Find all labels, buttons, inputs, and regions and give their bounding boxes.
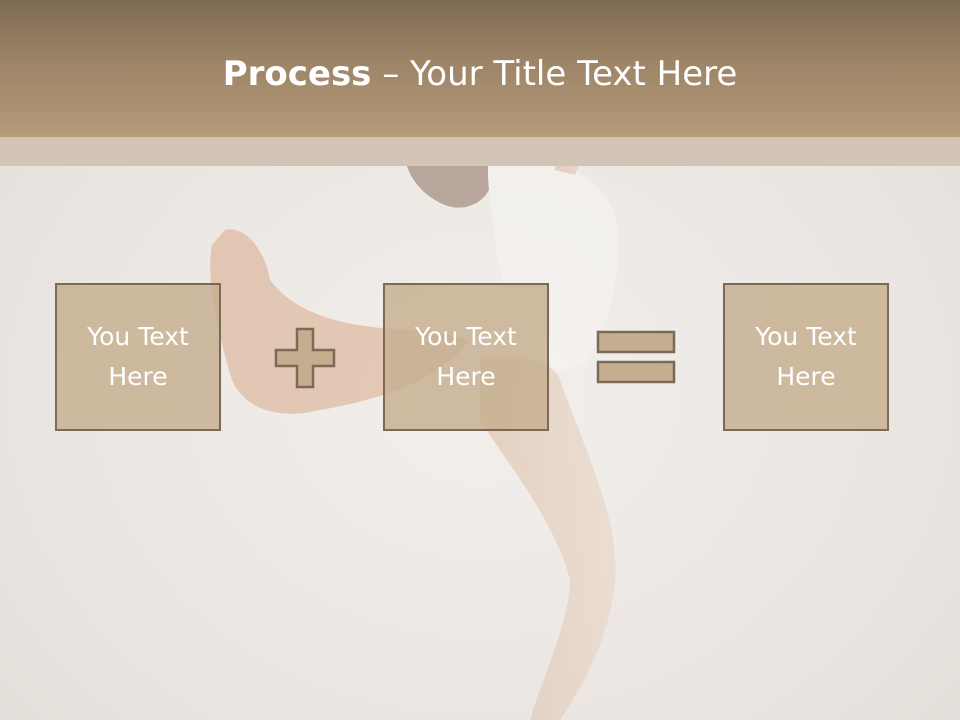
process-box-2[interactable]: You Text Here (383, 283, 549, 431)
title-bold: Process (222, 54, 372, 94)
equals-icon (596, 330, 676, 384)
process-box-2-text: You Text Here (415, 322, 517, 391)
process-box-1[interactable]: You Text Here (55, 283, 221, 431)
slide-title: Process – Your Title Text Here (0, 52, 960, 96)
process-box-3-text: You Text Here (755, 322, 857, 391)
title-bar (0, 0, 960, 137)
process-box-3[interactable]: You Text Here (723, 283, 889, 431)
title-rest: – Your Title Text Here (371, 54, 738, 94)
plus-icon (274, 327, 336, 389)
process-box-1-text: You Text Here (87, 322, 189, 391)
title-divider-strip (0, 137, 960, 166)
